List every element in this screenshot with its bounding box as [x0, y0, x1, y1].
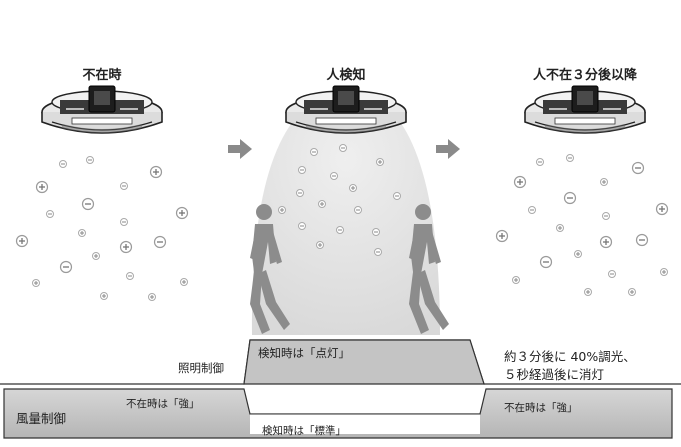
stage-title-absent: 不在時: [82, 68, 122, 83]
arrow-right-icon: [436, 139, 460, 159]
lighting-control-label: 照明制御: [178, 361, 224, 375]
airflow-detect-text: 検知時は「標準」: [262, 425, 346, 437]
ceiling-device-detect-icon: [284, 84, 408, 135]
lighting-after-line2: ５秒経過後に消灯: [504, 367, 605, 382]
airflow-absent-left-text: 不在時は「強」: [126, 398, 200, 410]
airflow-control-band: [3, 388, 673, 439]
ceiling-device-absent-icon: [40, 84, 164, 135]
stage-title-after: 人不在３分後以降: [532, 68, 638, 83]
stage-title-detect: 人検知: [326, 68, 366, 83]
ion-cloud-absent: [15, 156, 189, 301]
ion-cloud-after: [495, 154, 669, 296]
ceiling-device-after-icon: [523, 84, 647, 135]
lighting-after-line1: 約３分後に 40%調光、: [504, 349, 636, 364]
airflow-absent-right-text: 不在時は「強」: [504, 402, 578, 414]
lighting-detect-text: 検知時は「点灯」: [258, 346, 350, 360]
airflow-control-label: 風量制御: [16, 411, 67, 426]
arrow-right-icon: [228, 139, 252, 159]
